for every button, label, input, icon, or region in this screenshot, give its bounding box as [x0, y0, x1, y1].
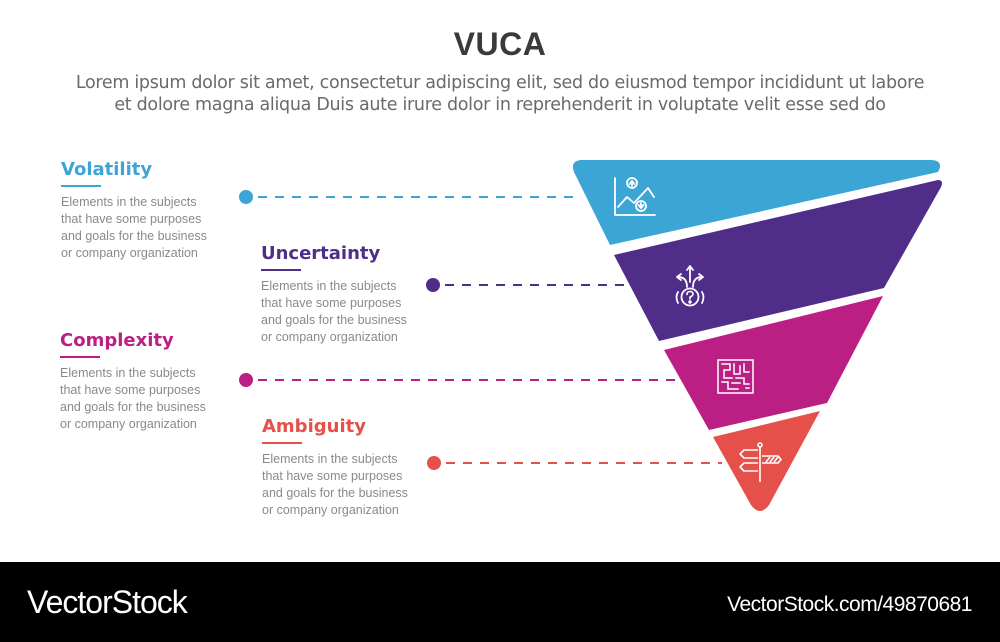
connector-volatility — [239, 190, 580, 204]
segment-uncertainty — [614, 180, 942, 341]
brand-logo: VectorStock — [27, 584, 188, 620]
question-paths-icon — [675, 265, 705, 307]
page-subtitle: Lorem ipsum dolor sit amet, consectetur … — [0, 72, 1000, 116]
item-volatility: Volatility Elements in the subjects that… — [61, 159, 261, 262]
image-id: VectorStock.com/49870681 — [727, 593, 972, 616]
item-label: Uncertainty — [261, 243, 381, 264]
item-underline — [261, 269, 301, 271]
connector-uncertainty — [426, 278, 625, 292]
segment-complexity — [664, 296, 883, 430]
item-complexity: Complexity Elements in the subjects that… — [60, 330, 260, 433]
item-uncertainty: Uncertainty Elements in the subjects tha… — [261, 243, 461, 346]
item-description: Elements in the subjects that have some … — [262, 452, 408, 517]
item-description: Elements in the subjects that have some … — [61, 195, 207, 260]
item-description: Elements in the subjects that have some … — [60, 366, 206, 431]
footer-bar: VectorStock VectorStock.com/49870681 — [0, 562, 1000, 642]
vuca-funnel-diagram — [239, 160, 942, 511]
subtitle-line-1: Lorem ipsum dolor sit amet, consectetur … — [75, 73, 925, 93]
maze-icon — [717, 359, 754, 394]
item-underline — [262, 442, 302, 444]
connector-ambiguity — [427, 456, 722, 470]
item-label: Volatility — [61, 159, 153, 180]
connector-complexity — [239, 373, 677, 387]
page-title: VUCA — [453, 26, 547, 62]
item-ambiguity: Ambiguity Elements in the subjects that … — [262, 416, 462, 519]
item-description: Elements in the subjects that have some … — [261, 279, 407, 344]
subtitle-line-2: et dolore magna aliqua Duis aute irure d… — [114, 95, 886, 115]
signpost-icon — [739, 442, 782, 482]
item-underline — [61, 185, 101, 187]
chart-up-down-icon — [614, 177, 656, 216]
item-label: Complexity — [60, 330, 174, 351]
item-label: Ambiguity — [262, 416, 366, 437]
item-underline — [60, 356, 100, 358]
segment-volatility — [572, 160, 940, 245]
